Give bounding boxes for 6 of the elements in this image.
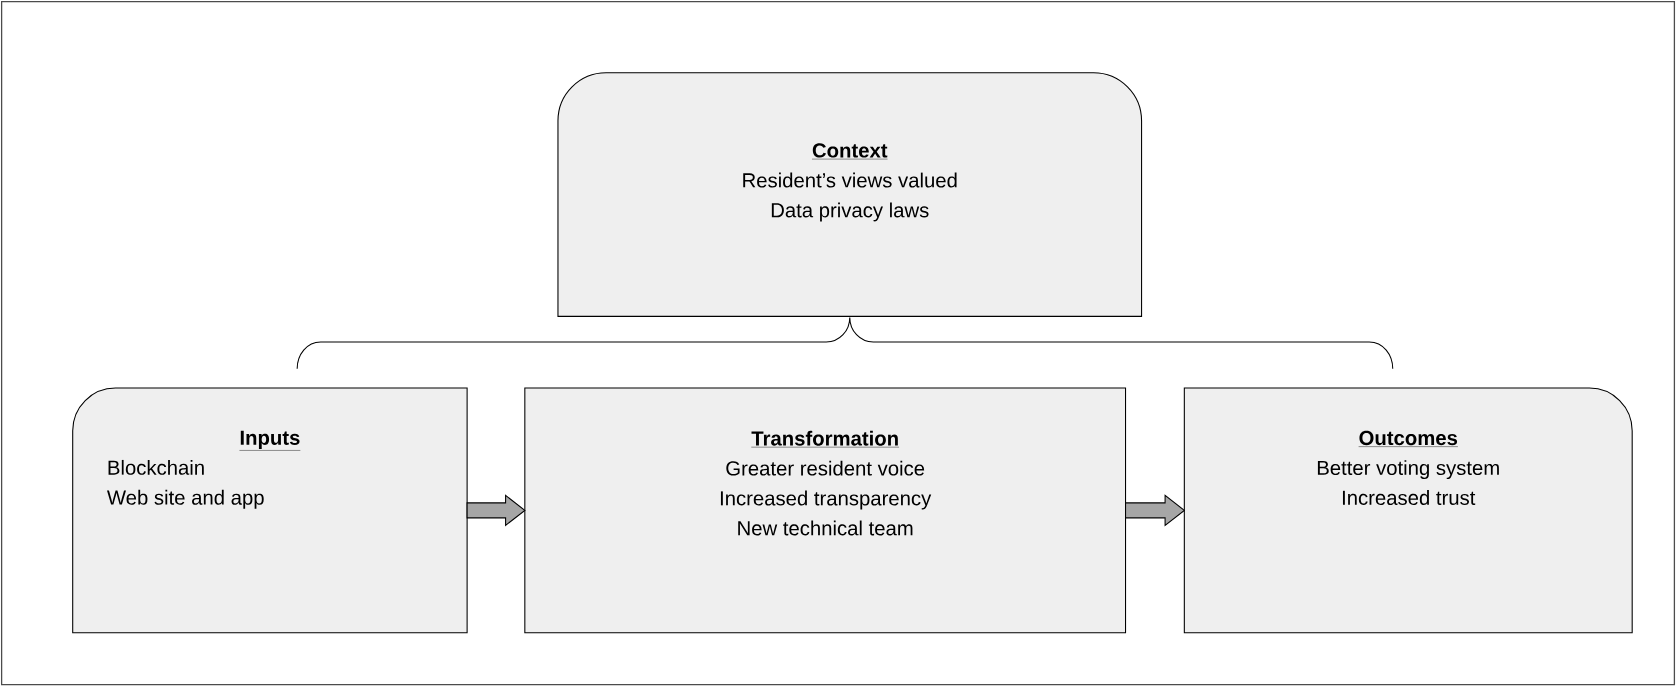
process-box: Outcomes Better voting system Increased trust bbox=[1183, 387, 1633, 634]
process-box: Inputs Blockchain Web site and app bbox=[72, 387, 468, 634]
block-arrow bbox=[1125, 494, 1186, 527]
block-arrow bbox=[466, 494, 526, 527]
process-box: Context Resident’s views valued Data privacy laws bbox=[557, 72, 1143, 317]
process-box: Transformation Greater resident voice Increased transparency New technical team bbox=[524, 387, 1127, 634]
